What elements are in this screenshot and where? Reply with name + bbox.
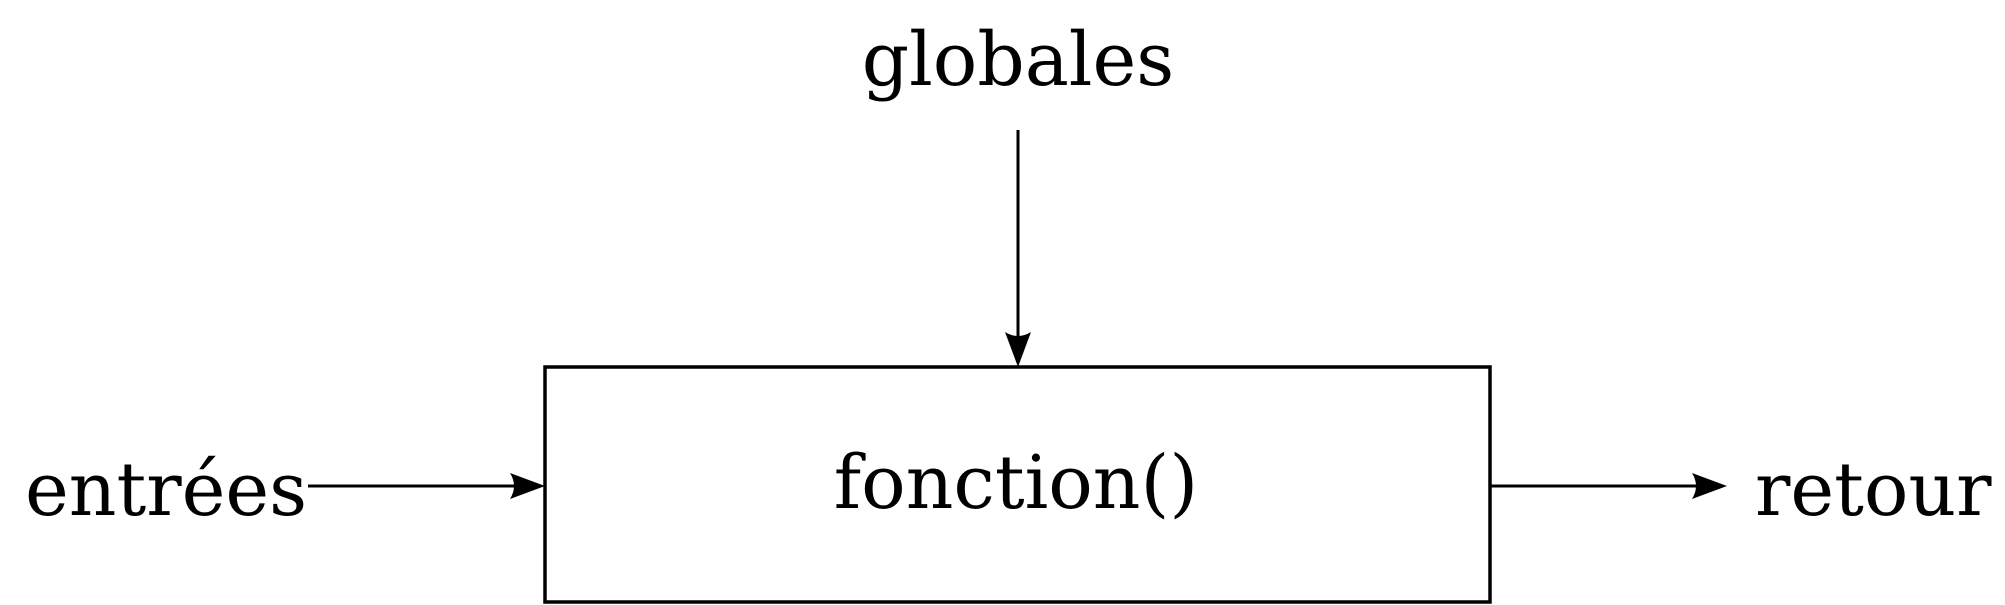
globales-arrowhead <box>1005 332 1031 367</box>
entrees-label: entrées <box>25 447 307 533</box>
retour-arrow <box>1490 473 1727 499</box>
globales-arrow <box>1005 130 1031 367</box>
entrees-arrow <box>308 473 545 499</box>
function-box-label: fonction() <box>834 440 1198 526</box>
entrees-arrowhead <box>510 473 545 499</box>
retour-arrowhead <box>1692 473 1727 499</box>
globales-label: globales <box>862 17 1175 103</box>
retour-label: retour <box>1755 447 1992 533</box>
